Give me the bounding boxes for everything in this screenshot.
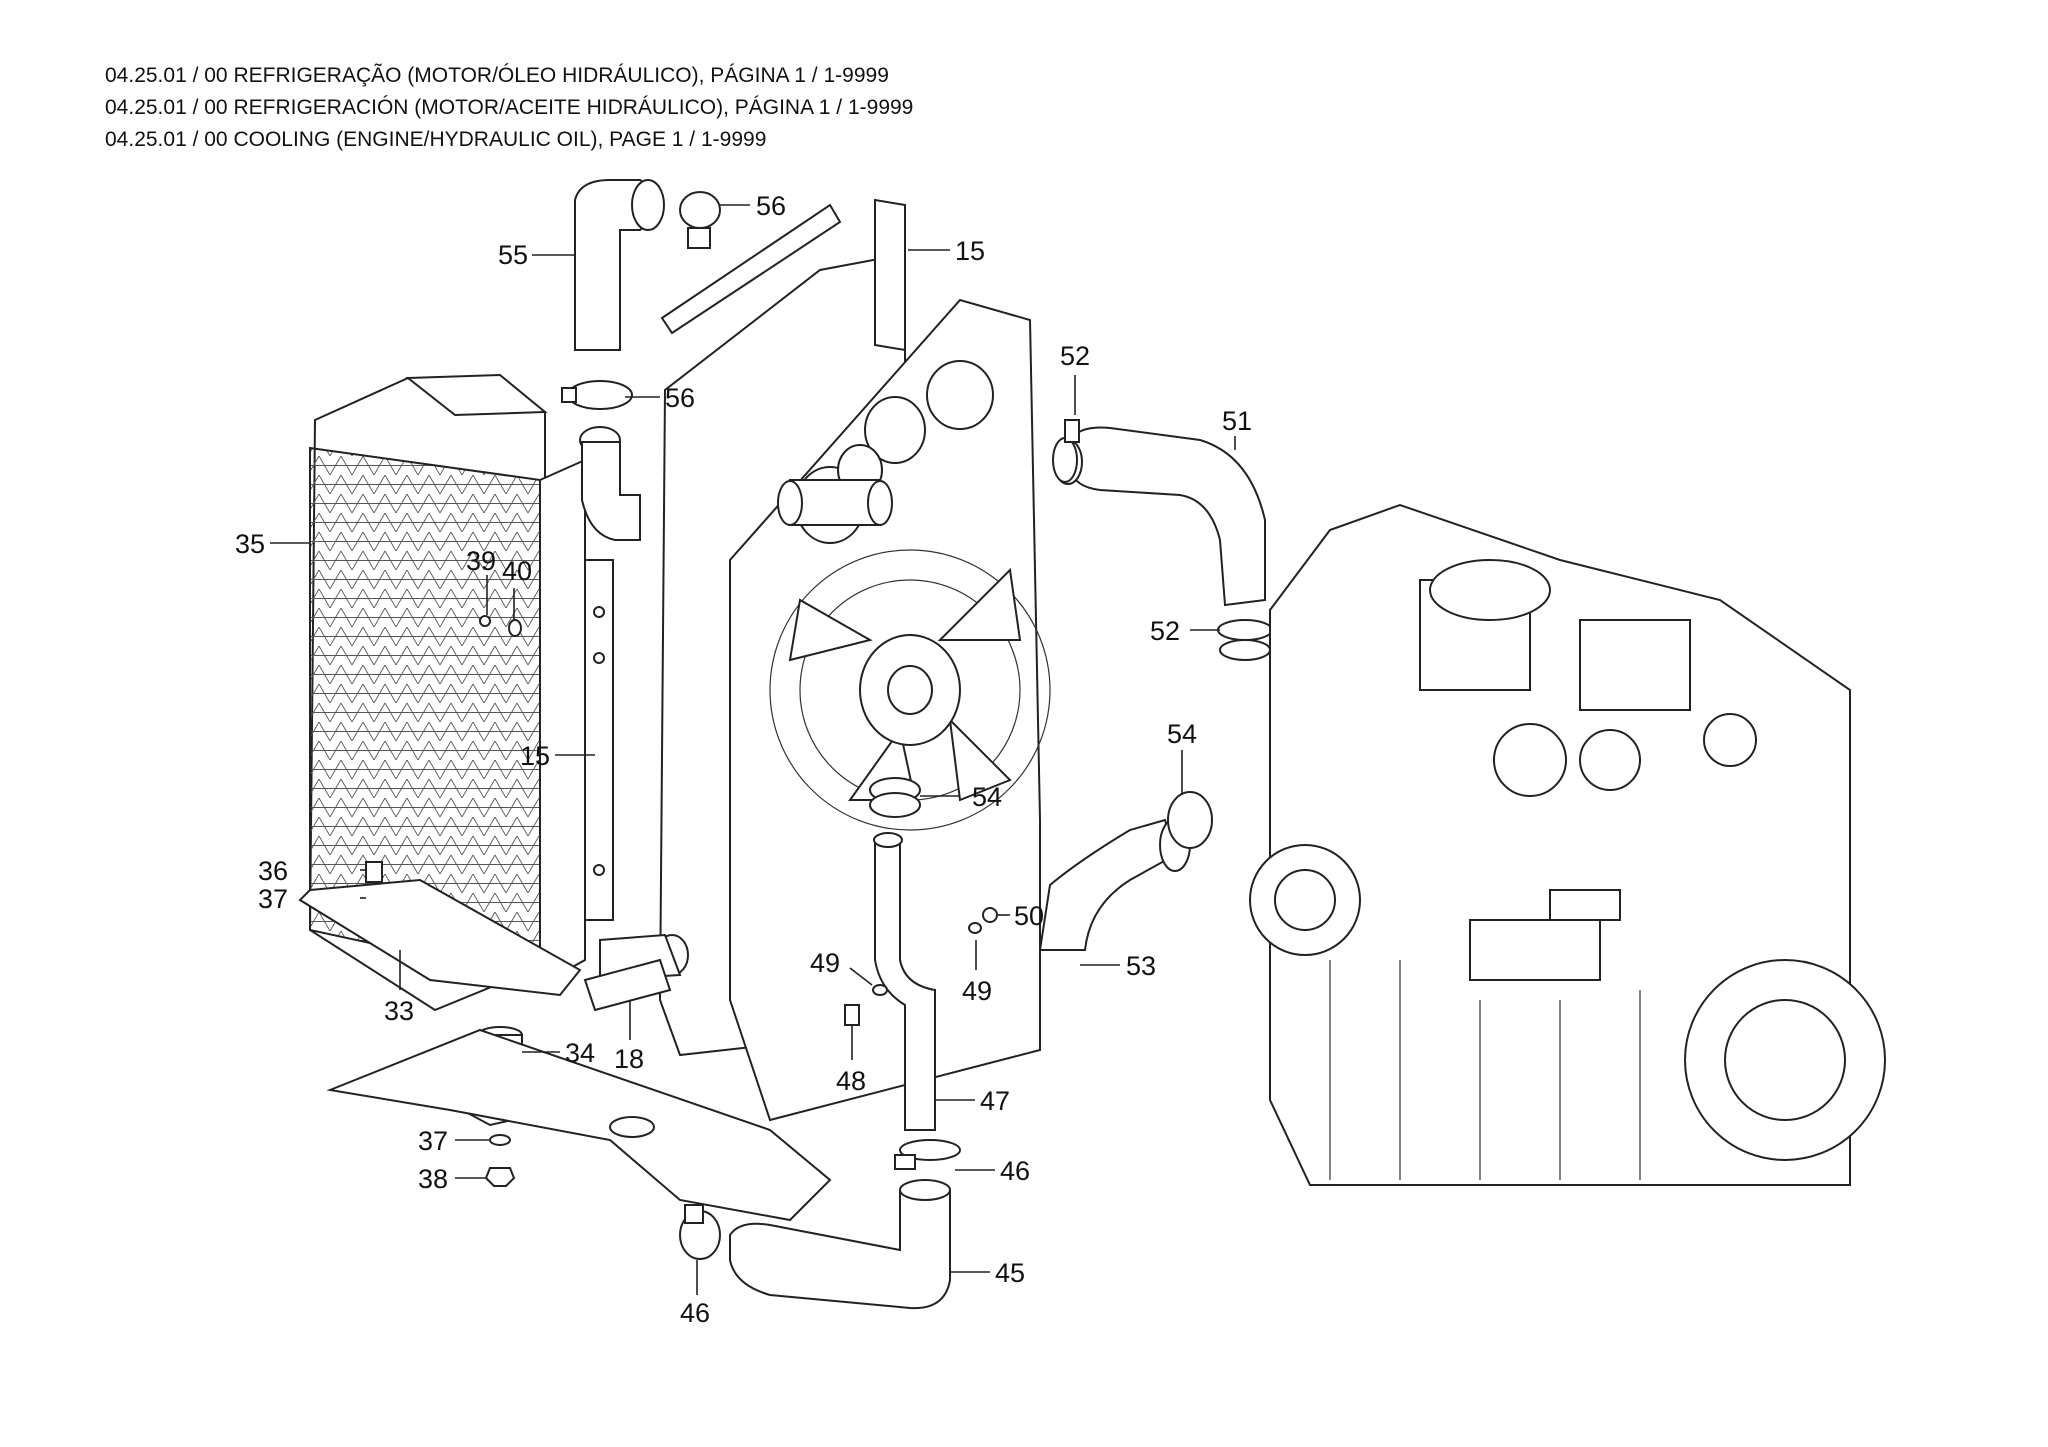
callout-labels: 55 56 15 56 52 51 35 39 40 15 52 54 54 3… <box>235 191 1252 1328</box>
nut-38 <box>484 1167 516 1187</box>
callout-37-lower: 37 <box>418 1126 448 1156</box>
clamp-54-right <box>1167 791 1213 849</box>
radiator-assembly <box>308 373 614 1012</box>
callout-52-lower: 52 <box>1150 616 1180 646</box>
callout-15-upper: 15 <box>955 236 985 266</box>
callout-46-right: 46 <box>1000 1156 1030 1186</box>
clamp-46-right <box>894 1139 961 1170</box>
callout-18: 18 <box>614 1044 644 1074</box>
callout-33: 33 <box>384 996 414 1026</box>
washer-49-left <box>872 984 888 996</box>
hose-47 <box>873 832 936 1131</box>
bolt-48 <box>844 1004 860 1026</box>
lower-deflector <box>326 1028 832 1222</box>
hose-55 <box>574 179 665 351</box>
bracket-18 <box>583 958 672 1012</box>
clamp-52-upper <box>1052 419 1080 483</box>
header-line-spanish: 04.25.01 / 00 REFRIGERACIÓN (MOTOR/ACEIT… <box>105 96 914 119</box>
callout-39: 39 <box>466 546 496 576</box>
callout-45: 45 <box>995 1258 1025 1288</box>
hose-51 <box>1053 426 1266 607</box>
washer-40 <box>508 619 522 637</box>
callout-15-lower: 15 <box>520 741 550 771</box>
hose-53 <box>1038 818 1191 951</box>
callout-50: 50 <box>1014 901 1044 931</box>
washer-37-lower <box>489 1134 511 1146</box>
callout-52-upper: 52 <box>1060 341 1090 371</box>
callout-46-left: 46 <box>680 1298 710 1328</box>
callout-47: 47 <box>980 1086 1010 1116</box>
clamp-56-lower <box>561 380 633 410</box>
washer-49-right <box>968 922 982 934</box>
leader-lines <box>270 204 1236 1295</box>
pipe-to-shroud <box>777 479 893 526</box>
clamp-52-lower <box>1217 619 1273 661</box>
header-line-english: 04.25.01 / 00 COOLING (ENGINE/HYDRAULIC … <box>105 128 767 151</box>
base-plate-33 <box>298 878 582 997</box>
clamp-56-upper <box>679 191 721 249</box>
callout-56-upper: 56 <box>756 191 786 221</box>
hose-45 <box>729 1179 951 1310</box>
upper-mounting-bar <box>660 198 906 352</box>
callout-34: 34 <box>565 1038 595 1068</box>
radiator-inlet-pipe <box>579 426 641 541</box>
callout-55: 55 <box>498 240 528 270</box>
callout-49-left: 49 <box>810 948 840 978</box>
diagram-header: 04.25.01 / 00 REFRIGERAÇÃO (MOTOR/ÓLEO H… <box>105 60 913 156</box>
clamp-54-center <box>869 777 921 818</box>
engine-block <box>1249 503 1886 1186</box>
callout-48: 48 <box>836 1066 866 1096</box>
callout-40: 40 <box>502 556 532 586</box>
callout-38: 38 <box>418 1164 448 1194</box>
callout-49-right: 49 <box>962 976 992 1006</box>
callout-37-upper: 37 <box>258 884 288 914</box>
callout-56-lower: 56 <box>665 383 695 413</box>
header-line-portuguese: 04.25.01 / 00 REFRIGERAÇÃO (MOTOR/ÓLEO H… <box>105 64 889 87</box>
callout-54-right: 54 <box>1167 719 1197 749</box>
callout-53: 53 <box>1126 951 1156 981</box>
callout-35: 35 <box>235 529 265 559</box>
nut-50 <box>982 907 998 923</box>
callout-54-center: 54 <box>972 782 1002 812</box>
callout-51: 51 <box>1222 406 1252 436</box>
clamp-46-left <box>679 1204 721 1260</box>
callout-36: 36 <box>258 856 288 886</box>
screw-39 <box>479 615 491 627</box>
